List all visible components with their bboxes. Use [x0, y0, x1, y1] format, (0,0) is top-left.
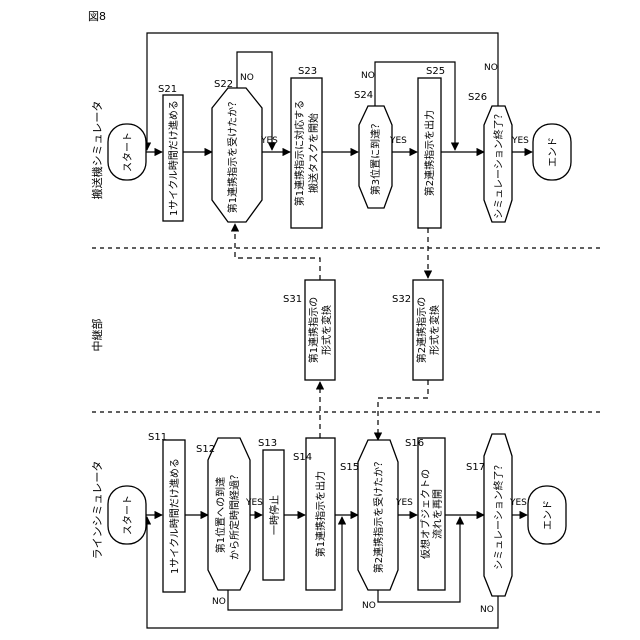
bottom-start-label: スタート	[122, 495, 134, 535]
s24-label: 第3位置に到達？	[369, 119, 382, 195]
s14-label: 第1連携指示を出力	[314, 471, 327, 557]
s12-step: S12	[196, 444, 215, 455]
s16-step: S16	[405, 438, 424, 449]
s23-label-line2: 搬送タスクを開始	[307, 113, 320, 193]
s24-step: S24	[354, 90, 373, 101]
s31-label-line1: 第1連携指示の	[307, 297, 320, 363]
section-label-line-sim: ラインシミュレータ	[91, 461, 104, 560]
top-start-label: スタート	[122, 132, 134, 172]
link-s32-s15	[378, 380, 428, 440]
s24-no: NO	[361, 71, 375, 81]
bottom-end-label: エンド	[543, 500, 554, 530]
link-s31-s22	[235, 224, 320, 280]
s17-no: NO	[480, 605, 494, 615]
s12-label-line2: から所定時間経過？	[228, 470, 241, 560]
s15-no: NO	[362, 601, 376, 611]
s31-step: S31	[283, 294, 302, 305]
bottom-flow: スタート 1サイクル時間だけ進める S11 第1位置への到達 から所定時間経過？…	[108, 432, 566, 628]
s24-yes: YES	[389, 136, 407, 146]
s22-label: 第1連携指示を受けたか？	[226, 97, 239, 213]
s16-label-line1: 仮想オブジェクトの	[419, 469, 432, 559]
s11-label: 1サイクル時間だけ進める	[169, 458, 181, 574]
s12-yes: YES	[245, 498, 263, 508]
s26-no: NO	[484, 63, 498, 73]
s12-label-line1: 第1位置への到達	[214, 477, 227, 553]
s17-step: S17	[466, 462, 485, 473]
top-flow: スタート 1サイクル時間だけ進める S21 第1連携指示を受けたか？ S22 N…	[108, 33, 571, 228]
s15-label: 第2連携指示を受けたか？	[372, 457, 385, 573]
section-label-relay: 中継部	[90, 319, 104, 352]
s15-step: S15	[340, 462, 359, 473]
s16-label-line2: 流れを再開	[431, 489, 444, 539]
s22-yes: YES	[260, 136, 278, 146]
s32-label-line1: 第2連携指示の	[415, 297, 428, 363]
s12-decision	[208, 438, 250, 590]
s31-label-line2: 形式を変換	[320, 305, 333, 355]
s12-no: NO	[212, 597, 226, 607]
section-label-transport-sim: 搬送機シミュレータ	[90, 101, 104, 200]
top-end-label: エンド	[548, 137, 559, 167]
s26-yes: YES	[511, 136, 529, 146]
s21-label: 1サイクル時間だけ進める	[168, 100, 180, 216]
s13-step: S13	[258, 438, 277, 449]
s14-step: S14	[293, 452, 312, 463]
s25-step: S25	[426, 66, 445, 77]
s17-label: シミュレーション終了？	[492, 460, 505, 570]
s23-step: S23	[298, 66, 317, 77]
s17-yes: YES	[509, 498, 527, 508]
s22-no: NO	[240, 73, 254, 83]
s25-label: 第2連携指示を出力	[423, 110, 436, 196]
s11-step: S11	[148, 432, 167, 443]
s22-step: S22	[214, 79, 233, 90]
figure-label: 図8	[88, 10, 106, 23]
s21-step: S21	[158, 84, 177, 95]
s15-yes: YES	[395, 498, 413, 508]
relay-flow: 第1連携指示の 形式を変換 S31 第2連携指示の 形式を変換 S32	[235, 224, 443, 440]
s13-label: 一時停止	[268, 495, 281, 535]
s23-label-line1: 第1連携指示に対応する	[293, 100, 306, 206]
s32-label-line2: 形式を変換	[428, 305, 441, 355]
s32-step: S32	[392, 294, 411, 305]
s26-label: シミュレーション終了？	[492, 109, 505, 219]
s26-step: S26	[468, 92, 487, 103]
